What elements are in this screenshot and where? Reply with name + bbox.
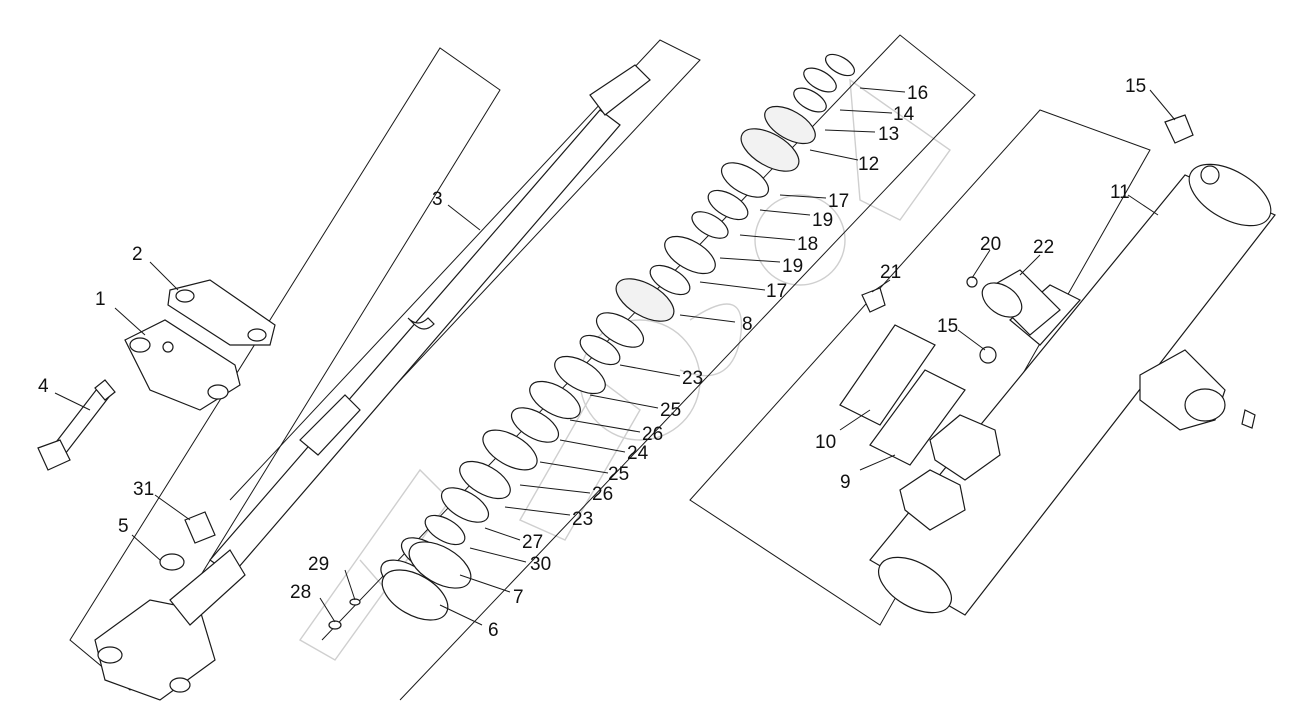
label-29: 29 xyxy=(308,554,329,575)
part-20-fitting xyxy=(966,276,978,288)
label-30: 30 xyxy=(530,554,551,575)
part-22-fitting xyxy=(981,269,1061,336)
label-26-bottom: 26 xyxy=(592,484,613,505)
label-4: 4 xyxy=(38,376,49,397)
label-8: 8 xyxy=(742,314,753,335)
rod-clevis xyxy=(94,549,246,701)
label-17-top: 17 xyxy=(828,191,849,212)
label-26-top: 26 xyxy=(642,424,663,445)
part-9-10-plates xyxy=(839,324,1001,531)
label-3: 3 xyxy=(432,189,443,210)
callout-labels: 1 2 3 4 5 6 7 8 9 10 11 12 13 14 15 15 1… xyxy=(38,76,1146,641)
label-22: 22 xyxy=(1033,237,1054,258)
label-7: 7 xyxy=(513,587,524,608)
label-28: 28 xyxy=(290,582,311,603)
label-18: 18 xyxy=(797,234,818,255)
label-16: 16 xyxy=(907,83,928,104)
label-17-bottom: 17 xyxy=(766,281,787,302)
label-25-top: 25 xyxy=(660,400,681,421)
part-15-plug-upper xyxy=(1164,114,1194,144)
part-1-block xyxy=(124,319,241,411)
label-6: 6 xyxy=(488,620,499,641)
rod-frame xyxy=(229,39,701,531)
label-14: 14 xyxy=(893,104,915,125)
part-31-nut xyxy=(184,511,216,544)
part-6-7-rings xyxy=(381,541,472,621)
label-9: 9 xyxy=(840,472,851,493)
label-24: 24 xyxy=(627,443,649,464)
label-5: 5 xyxy=(118,516,129,537)
bleed-screw xyxy=(1241,409,1256,429)
barrel-frame xyxy=(689,109,1151,626)
label-23-top: 23 xyxy=(682,368,703,389)
label-25-bottom: 25 xyxy=(608,464,629,485)
label-21: 21 xyxy=(880,262,901,283)
leader-lines xyxy=(54,87,1176,626)
label-13: 13 xyxy=(878,124,899,145)
label-20: 20 xyxy=(980,234,1001,255)
part-15-plug-lower xyxy=(979,346,997,364)
label-12: 12 xyxy=(858,154,879,175)
part-2-plate xyxy=(167,279,276,346)
label-15-mid: 15 xyxy=(937,316,958,337)
label-19-top: 19 xyxy=(812,210,833,231)
label-10: 10 xyxy=(815,432,836,453)
label-19-bottom: 19 xyxy=(782,256,803,277)
label-23-bottom: 23 xyxy=(572,509,593,530)
part-4-bolt xyxy=(37,379,116,471)
label-1: 1 xyxy=(95,289,106,310)
part-5-washer xyxy=(159,553,185,571)
label-31: 31 xyxy=(133,479,154,500)
label-11: 11 xyxy=(1110,182,1130,203)
label-27: 27 xyxy=(522,532,543,553)
label-15-top: 15 xyxy=(1125,76,1146,97)
piston-rod xyxy=(209,64,651,576)
label-2: 2 xyxy=(132,244,143,265)
